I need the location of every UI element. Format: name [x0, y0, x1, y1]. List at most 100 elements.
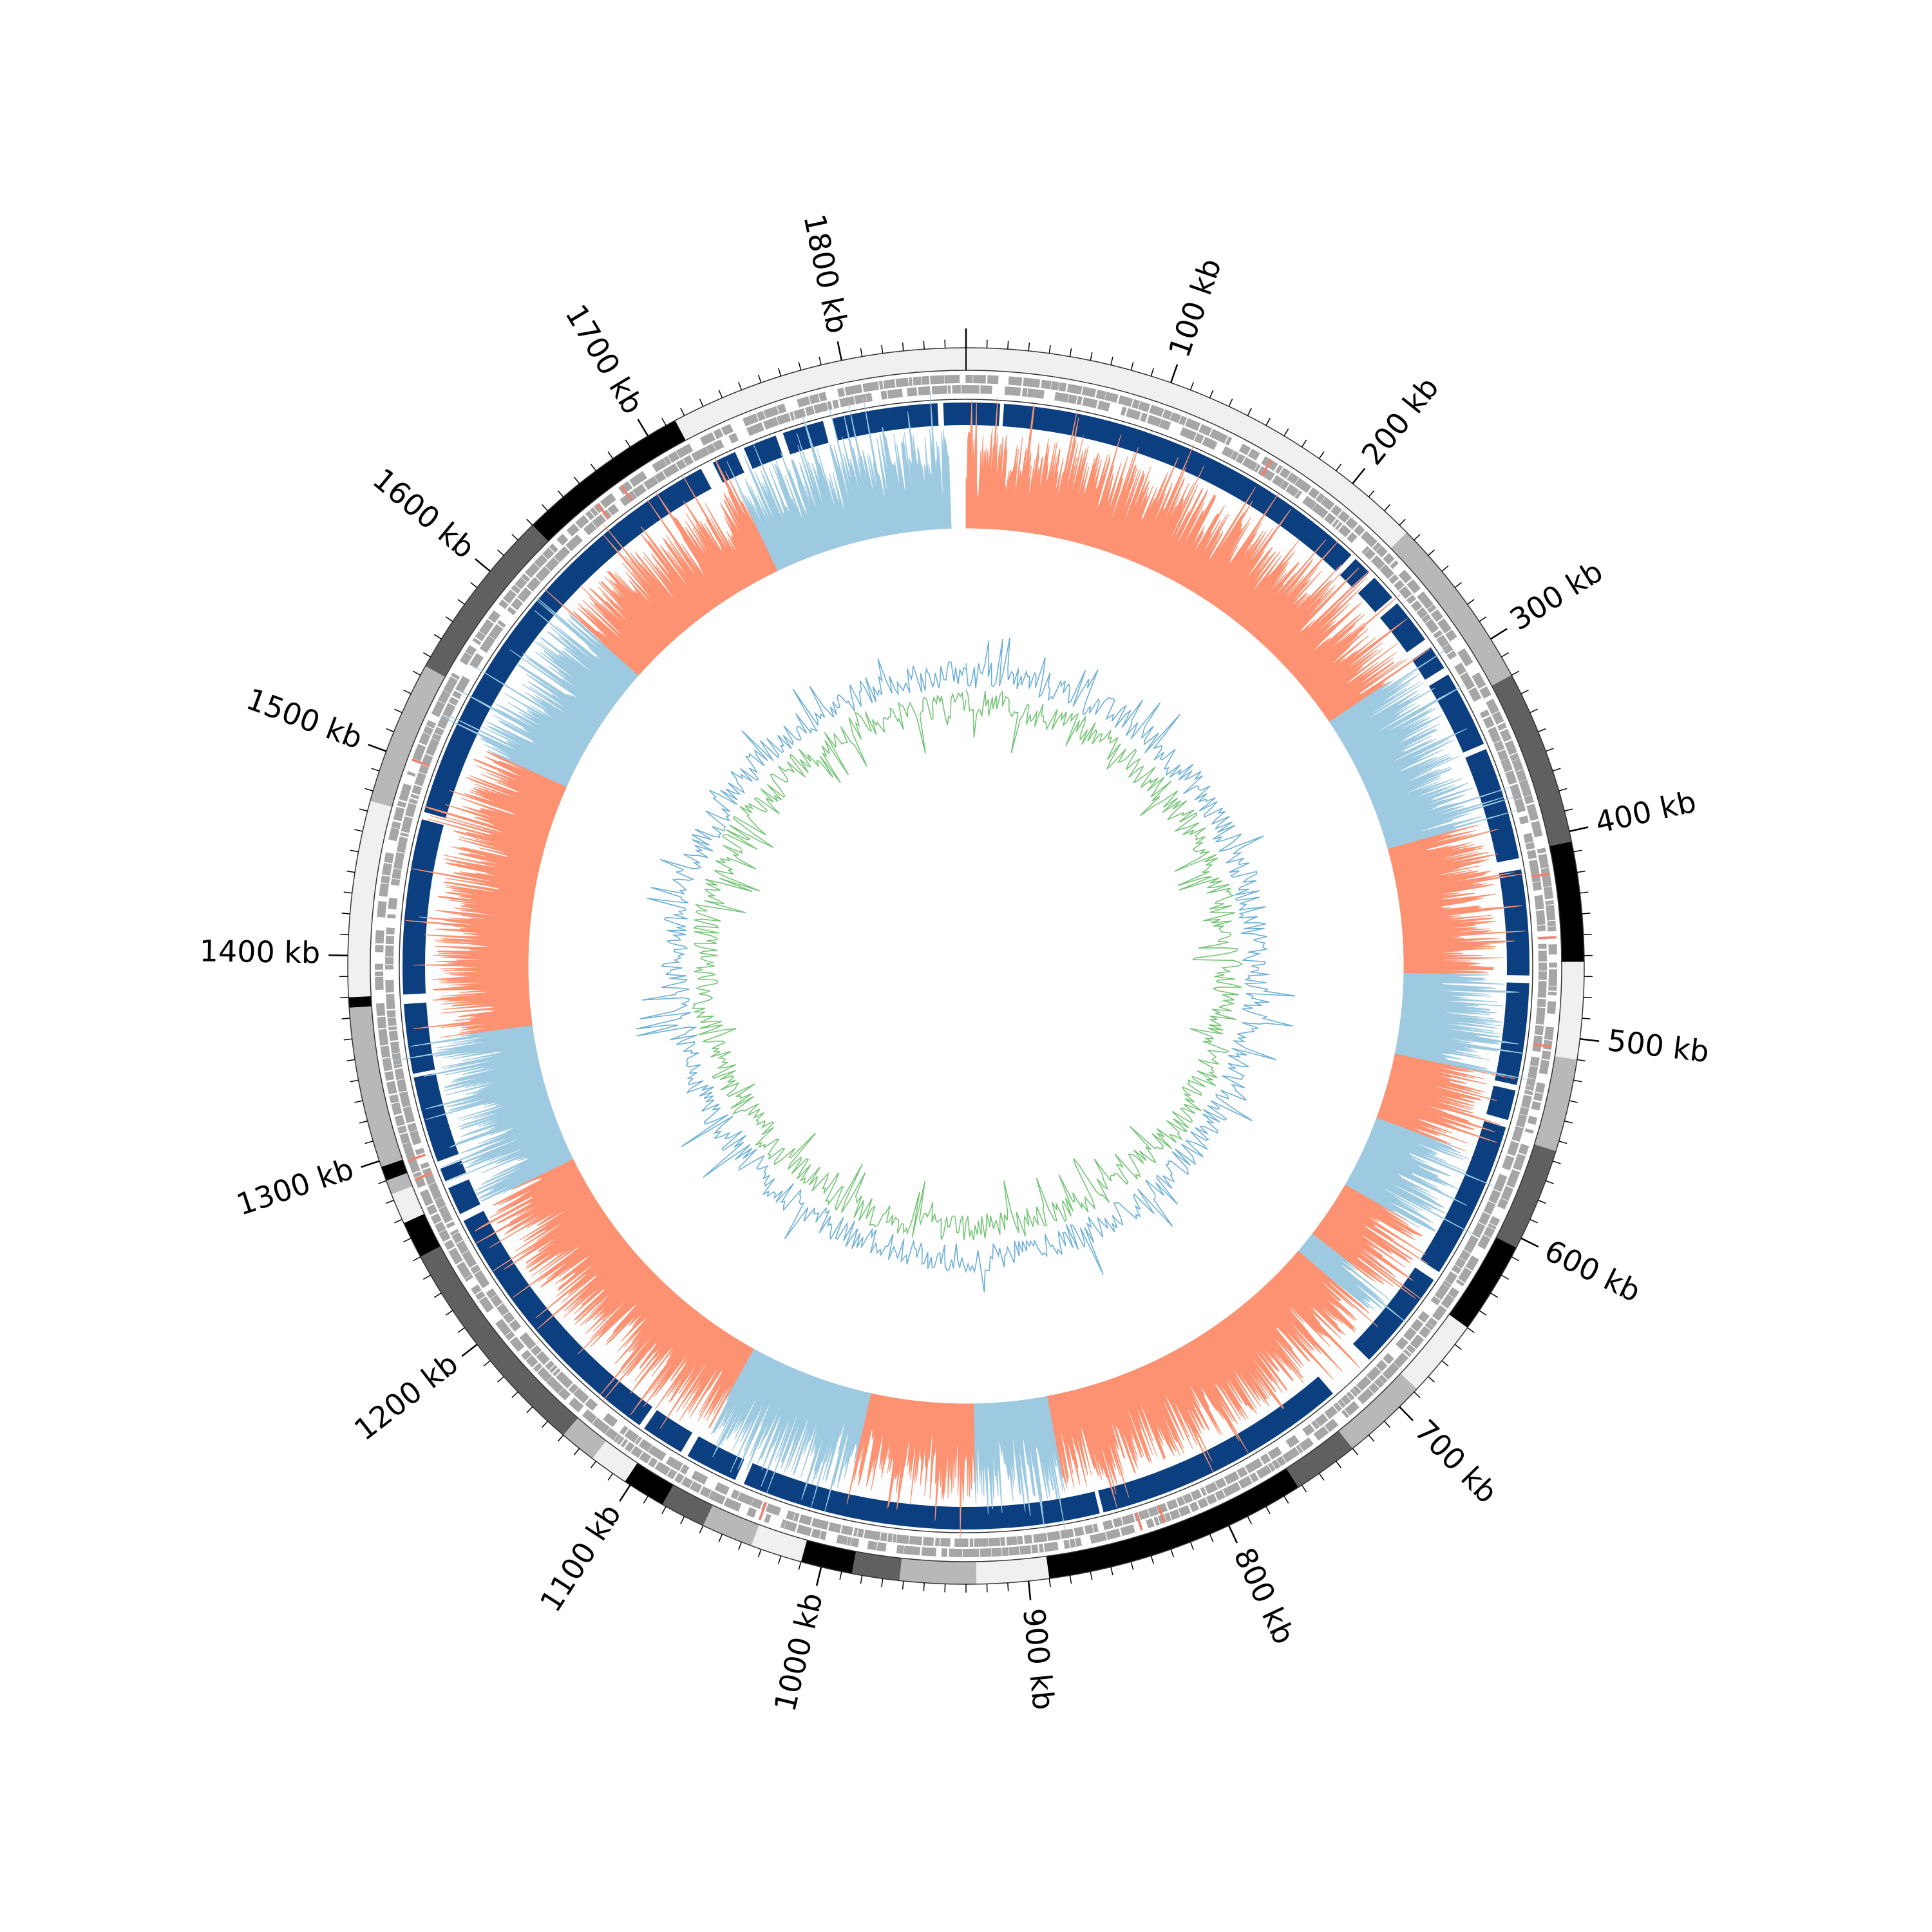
- tick-label: 1300 kb: [232, 1151, 358, 1222]
- gene-feature: [1547, 926, 1557, 932]
- gene-feature: [472, 638, 482, 645]
- gene-feature: [1004, 386, 1021, 396]
- gene-feature: [497, 620, 506, 629]
- gene-feature: [780, 1519, 787, 1529]
- ideogram-band: [1534, 1056, 1577, 1151]
- gene-feature: [1215, 1477, 1227, 1490]
- gene-feature: [980, 1548, 992, 1557]
- gene-feature: [393, 1063, 402, 1068]
- gene-feature: [392, 1052, 402, 1065]
- gene-feature: [862, 381, 880, 392]
- gene-feature: [556, 1371, 573, 1389]
- ideogram-band: [386, 1173, 413, 1195]
- gene-feature: [515, 577, 527, 590]
- gene-feature: [1538, 853, 1549, 869]
- blast-hit: [1002, 403, 1352, 572]
- gene-feature: [1225, 436, 1233, 446]
- gene-feature: [471, 1284, 482, 1295]
- gene-feature: [1499, 728, 1512, 743]
- gene-feature: [469, 653, 484, 669]
- minor-tick: [1501, 1274, 1510, 1280]
- minor-tick: [1501, 652, 1510, 658]
- minor-tick: [1228, 399, 1233, 407]
- minor-tick: [511, 534, 518, 541]
- gene-feature: [1140, 412, 1148, 422]
- gene-feature: [1515, 1114, 1528, 1128]
- gene-feature: [1017, 1535, 1023, 1545]
- gene-feature: [475, 631, 486, 641]
- gene-feature: [415, 1148, 425, 1155]
- gene-feature: [1524, 1090, 1533, 1095]
- minor-tick: [1150, 1555, 1154, 1564]
- gene-feature: [392, 868, 402, 880]
- gene-feature: [676, 443, 694, 459]
- minor-tick: [1454, 582, 1462, 588]
- gene-feature: [382, 1057, 393, 1072]
- minor-tick: [1538, 1199, 1546, 1204]
- minor-tick: [573, 1448, 580, 1455]
- minor-tick: [403, 689, 412, 694]
- minor-tick: [394, 1218, 402, 1224]
- tick-label: 1000 kb: [767, 1589, 829, 1715]
- gene-feature: [1477, 1235, 1491, 1250]
- minor-tick: [526, 518, 533, 526]
- gene-feature: [600, 493, 616, 509]
- major-tick: [1569, 826, 1589, 833]
- rna-feature: [407, 1153, 426, 1162]
- tick-label: 100 kb: [1162, 254, 1228, 361]
- gene-feature: [674, 1473, 685, 1484]
- gene-feature: [1519, 779, 1532, 797]
- minor-tick: [1558, 1141, 1567, 1144]
- gene-feature: [404, 802, 417, 818]
- gene-feature: [1027, 388, 1045, 399]
- gene-feature: [804, 406, 815, 416]
- gene-feature: [962, 1548, 980, 1557]
- gene-feature: [509, 1319, 522, 1332]
- gene-feature: [1257, 466, 1275, 482]
- gene-feature: [619, 1425, 629, 1435]
- gene-feature: [1430, 609, 1443, 622]
- gene-feature: [431, 733, 442, 741]
- minor-tick: [718, 390, 723, 399]
- gene-feature: [1525, 1084, 1535, 1091]
- gene-feature: [1437, 618, 1452, 634]
- gene-feature: [388, 897, 398, 910]
- gene-feature: [896, 1534, 910, 1544]
- gene-feature: [737, 1492, 754, 1506]
- minor-tick: [1428, 1376, 1435, 1383]
- gene-feature: [1260, 1453, 1271, 1464]
- gene-feature: [1350, 1388, 1358, 1397]
- minor-tick: [542, 504, 548, 511]
- gene-feature: [708, 1490, 726, 1505]
- gene-feature: [425, 738, 440, 757]
- gene-feature: [1338, 511, 1350, 524]
- ideogram-band: [1046, 1468, 1299, 1579]
- gene-feature: [634, 1436, 643, 1445]
- tick-label: 1100 kb: [533, 1498, 628, 1618]
- gene-feature: [1254, 464, 1261, 473]
- gene-feature: [1112, 1517, 1123, 1528]
- minor-tick: [1368, 490, 1375, 498]
- ideogram-band: [1492, 675, 1572, 846]
- gene-feature: [387, 914, 396, 919]
- major-tick: [361, 1160, 380, 1168]
- minor-tick: [1569, 1100, 1578, 1103]
- gene-feature: [776, 413, 791, 425]
- gene-feature: [1324, 513, 1336, 525]
- gene-feature: [475, 1291, 486, 1301]
- gene-feature: [524, 562, 540, 578]
- gene-feature: [1092, 1523, 1099, 1533]
- gene-feature: [1324, 1418, 1339, 1432]
- gene-feature: [1527, 1065, 1539, 1079]
- gene-feature: [1479, 709, 1490, 719]
- gene-feature: [721, 424, 734, 436]
- gene-feature: [1178, 1505, 1191, 1517]
- minor-tick: [680, 1516, 685, 1524]
- gene-feature: [1176, 1496, 1186, 1506]
- gene-feature: [505, 1331, 515, 1341]
- gene-feature: [1519, 815, 1529, 825]
- gene-feature: [443, 676, 458, 694]
- blast-hit: [782, 421, 829, 455]
- ideogram-band: [851, 1551, 902, 1581]
